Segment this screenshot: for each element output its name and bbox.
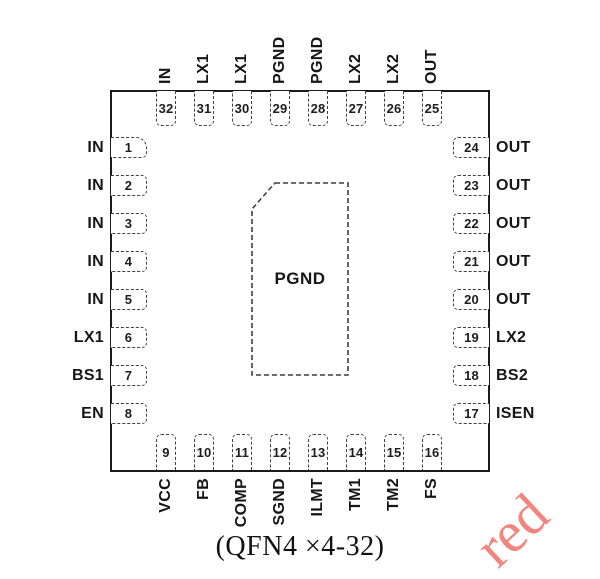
pin-label-2: IN	[87, 176, 104, 194]
pin-number: 1	[124, 140, 133, 155]
pin-number: 15	[386, 445, 402, 460]
pin-pad-31: 31	[194, 91, 214, 126]
pin-number: 2	[124, 178, 133, 193]
pin-pad-27: 27	[346, 91, 366, 126]
pin-number: 10	[196, 445, 212, 460]
pin-pad-19: 19	[453, 327, 489, 348]
pin-number: 12	[272, 445, 288, 460]
pin-pad-25: 25	[422, 91, 442, 126]
pin-label-1: IN	[87, 138, 104, 156]
pin-label-21: OUT	[496, 252, 531, 270]
pin-pad-5: 5	[111, 289, 147, 310]
pin-pad-2: 2	[111, 175, 147, 196]
pin-pad-13: 13	[308, 434, 328, 470]
pin-label-3: IN	[87, 214, 104, 232]
pin-label-6: LX1	[73, 328, 104, 346]
pin-label-20: OUT	[496, 290, 531, 308]
pin-pad-6: 6	[111, 327, 147, 348]
thermal-pad-label: PGND	[274, 269, 325, 288]
pin-label-30: LX1	[233, 53, 250, 84]
pin-label-4: IN	[87, 252, 104, 270]
pin-pad-26: 26	[384, 91, 404, 126]
pin-number: 29	[272, 100, 288, 116]
pin-label-25: OUT	[423, 49, 440, 84]
pin-number: 18	[464, 368, 479, 383]
pin-pad-30: 30	[232, 91, 252, 126]
pin-pad-18: 18	[453, 365, 489, 386]
pin-pad-28: 28	[308, 91, 328, 126]
pin-label-32: IN	[157, 67, 174, 84]
pin-pad-3: 3	[111, 213, 147, 234]
pin-number: 24	[464, 140, 479, 155]
pin-pad-29: 29	[270, 91, 290, 126]
pin-number: 11	[234, 445, 250, 460]
pin-number: 3	[124, 216, 133, 231]
pin-label-8: EN	[81, 404, 104, 422]
pin-label-24: OUT	[496, 138, 531, 156]
pin-pad-22: 22	[453, 213, 489, 234]
pin-number: 20	[464, 292, 479, 307]
pin-label-22: OUT	[496, 214, 531, 232]
pin-number: 25	[424, 100, 440, 116]
pin-pad-7: 7	[111, 365, 147, 386]
pin-number: 26	[386, 100, 402, 116]
pin-number: 21	[464, 254, 479, 269]
pin-pad-20: 20	[453, 289, 489, 310]
pin-pad-11: 11	[232, 434, 252, 470]
pin-label-5: IN	[87, 290, 104, 308]
pin-pad-16: 16	[422, 434, 442, 470]
pin-number: 8	[124, 406, 133, 421]
pin-pad-12: 12	[270, 434, 290, 470]
pin-number: 19	[464, 330, 479, 345]
pin-number: 32	[158, 100, 174, 116]
pin-pad-9: 9	[156, 434, 176, 470]
pin-number: 22	[464, 216, 479, 231]
pin-number: 27	[348, 100, 364, 116]
pin-number: 9	[162, 445, 170, 460]
pin-pad-4: 4	[111, 251, 147, 272]
pin-number: 23	[464, 178, 479, 193]
pin-pad-32: 32	[156, 91, 176, 126]
pin-number: 14	[348, 445, 364, 460]
pin-number: 31	[196, 100, 212, 116]
pin-label-28: PGND	[309, 36, 326, 84]
pin-label-26: LX2	[385, 53, 402, 84]
package-caption: (QFN4 ×4-32)	[215, 531, 385, 562]
pin-pad-1: 1	[111, 137, 147, 158]
pin-pad-21: 21	[453, 251, 489, 272]
pin-pad-10: 10	[194, 434, 214, 470]
pin-number: 28	[310, 100, 326, 116]
pin-number: 5	[124, 292, 133, 307]
pin-number: 7	[124, 368, 133, 383]
pin-pad-17: 17	[453, 403, 489, 424]
pin-number: 16	[424, 445, 440, 460]
pin-number: 13	[310, 445, 326, 460]
pin-label-23: OUT	[496, 176, 531, 194]
pin-number: 30	[234, 100, 250, 116]
pin-pad-8: 8	[111, 403, 147, 424]
pin-label-17: ISEN	[496, 404, 535, 422]
pin-number: 4	[124, 254, 133, 269]
pin-label-31: LX1	[195, 53, 212, 84]
pin-label-27: LX2	[347, 53, 364, 84]
pin-pad-23: 23	[453, 175, 489, 196]
thermal-pad-outline	[251, 182, 349, 376]
pin-label-7: BS1	[71, 366, 104, 384]
pin-label-18: BS2	[496, 366, 529, 384]
pin-label-19: LX2	[496, 328, 527, 346]
thermal-pad: PGND	[251, 182, 349, 376]
pin-label-29: PGND	[271, 36, 288, 84]
chip-package-outline	[110, 90, 490, 472]
pin-number: 6	[124, 330, 133, 345]
pin-pad-14: 14	[346, 434, 366, 470]
pin-pad-15: 15	[384, 434, 404, 470]
pin-pad-24: 24	[453, 137, 489, 158]
pin-number: 17	[464, 406, 479, 421]
